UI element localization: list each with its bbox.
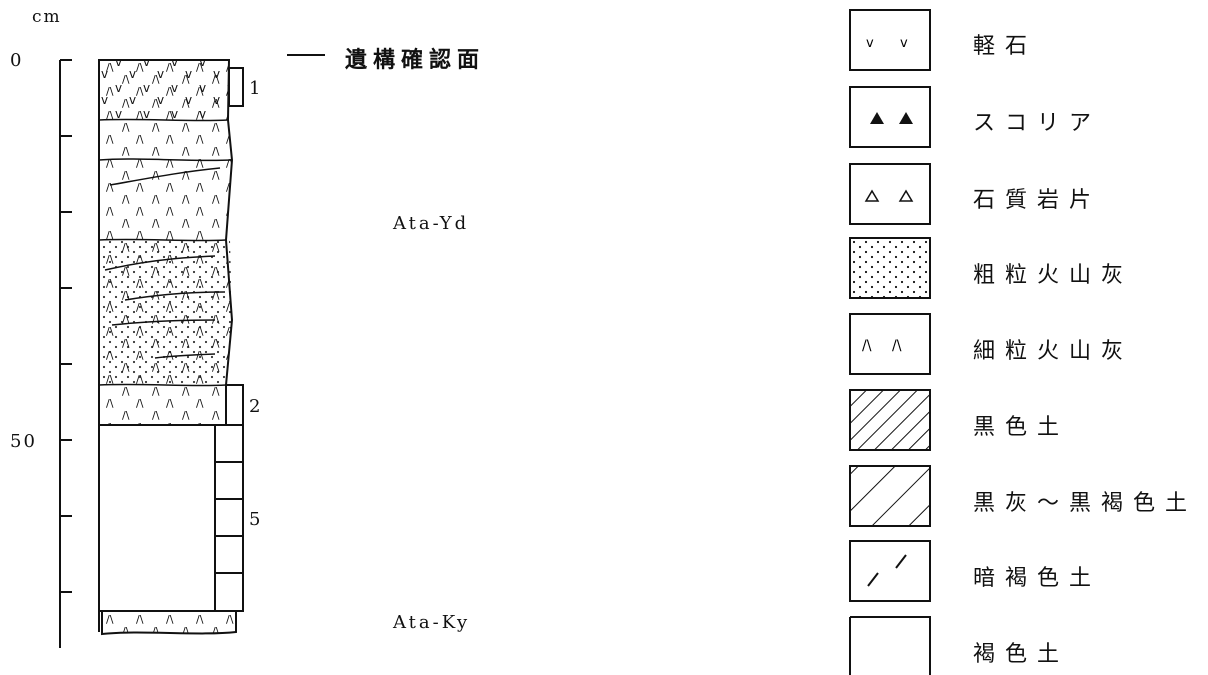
- legend-label-coarse-ash: 粗粒火山灰: [973, 263, 1134, 288]
- svg-text:v: v: [900, 36, 908, 51]
- legend-label-brown-soil: 褐色土: [973, 642, 1070, 667]
- axis-tick-label-50: 50: [10, 431, 37, 452]
- column: [98, 59, 237, 636]
- svg-text:/\: /\: [862, 338, 872, 354]
- depth-axis: [59, 59, 72, 648]
- sample-boxes: [214, 67, 244, 612]
- tephra-label-ata-yd: Ata-Yd: [393, 213, 470, 234]
- legend-label-black-soil: 黒色土: [973, 415, 1070, 440]
- sample-number-2: 2: [249, 396, 263, 417]
- legend-label-fine-ash: 細粒火山灰: [973, 339, 1134, 364]
- axis-tick-label-0: 0: [10, 50, 24, 71]
- svg-text:/\: /\: [892, 338, 902, 354]
- tephra-label-ata-ky: Ata-Ky: [393, 612, 471, 633]
- svg-text:v: v: [866, 36, 874, 51]
- legend-label-lithic: 石質岩片: [973, 188, 1102, 213]
- sample-number-5: 5: [249, 509, 263, 530]
- legend-label-black-gray-brown-soil: 黒灰～黒褐色土: [973, 491, 1198, 516]
- legend-label-scoria: スコリア: [973, 111, 1102, 136]
- legend-label-pumice: 軽石: [973, 34, 1038, 59]
- legend-swatches: v v /\ /\: [849, 9, 931, 675]
- surface-label: 遺構確認面: [345, 47, 486, 73]
- legend-label-dark-brown-soil: 暗褐色土: [973, 566, 1102, 591]
- sample-number-1: 1: [249, 78, 263, 99]
- axis-unit-label: cm: [32, 7, 62, 27]
